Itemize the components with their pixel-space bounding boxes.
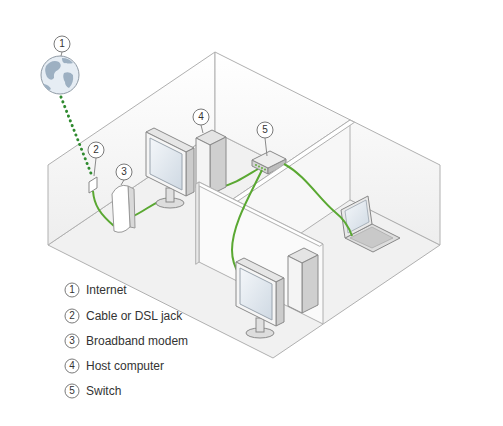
internet-globe bbox=[41, 56, 79, 94]
legend-text: Internet bbox=[86, 282, 127, 298]
cable bbox=[93, 191, 114, 226]
callout-number: 4 bbox=[62, 358, 82, 374]
internet-connection bbox=[61, 97, 92, 176]
legend-text: Host computer bbox=[86, 358, 164, 374]
callout-number: 3 bbox=[62, 333, 82, 349]
broadband-modem bbox=[112, 185, 135, 232]
laptop bbox=[341, 196, 400, 252]
partition-wall bbox=[196, 182, 323, 324]
cable bbox=[284, 164, 352, 236]
callout-number: 4 bbox=[191, 109, 211, 125]
callout-number: 2 bbox=[86, 142, 106, 158]
legend-text: Cable or DSL jack bbox=[86, 308, 182, 324]
callout-number: 1 bbox=[62, 282, 82, 298]
legend-text: Broadband modem bbox=[86, 333, 188, 349]
dsl-jack bbox=[89, 177, 97, 193]
callout-number: 5 bbox=[62, 383, 82, 399]
callout-number: 5 bbox=[255, 122, 275, 138]
client-computer bbox=[236, 248, 318, 338]
callout-number: 2 bbox=[62, 308, 82, 324]
callout-number: 3 bbox=[114, 164, 134, 180]
callout-leaders bbox=[61, 52, 267, 185]
callout-circles bbox=[54, 36, 273, 398]
callout-number: 1 bbox=[52, 36, 72, 52]
legend-text: Switch bbox=[86, 383, 121, 399]
